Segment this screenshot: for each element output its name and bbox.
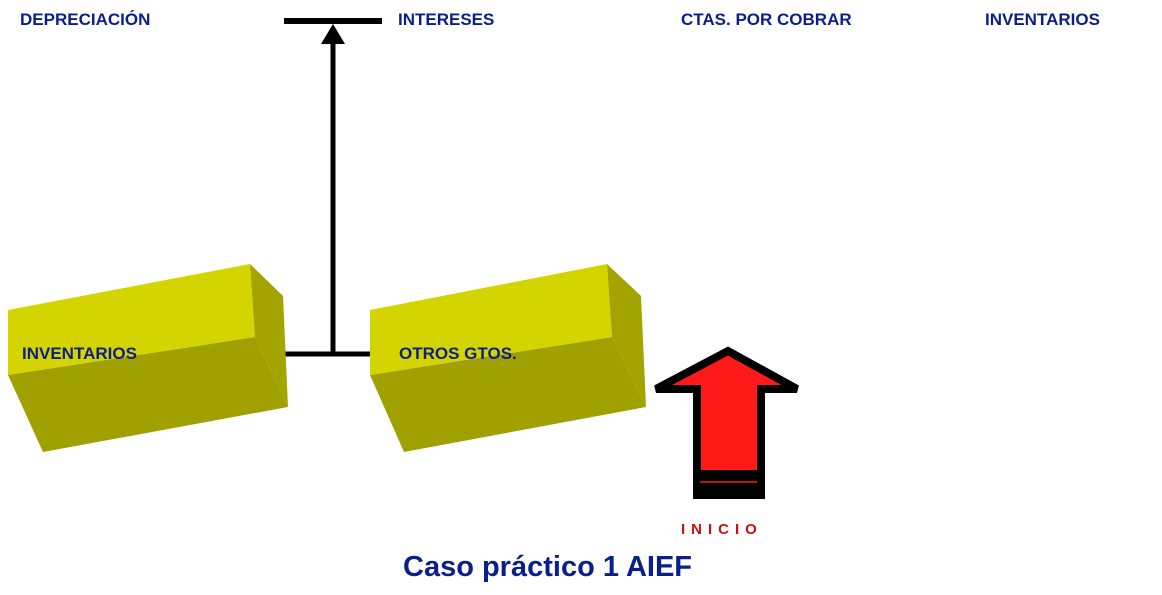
box-label-inventarios: INVENTARIOS: [22, 344, 137, 363]
label-intereses: INTERESES: [398, 10, 495, 29]
box-otros-gtos-bottom: [370, 337, 646, 452]
box-inventarios-front: [8, 264, 255, 375]
box-otros-gtos-side: [607, 264, 646, 407]
connector-arrowhead: [321, 24, 345, 44]
label-depreciacion: DEPRECIACIÓN: [20, 10, 151, 29]
start-arrow-shape: [654, 346, 799, 499]
box-otros-gtos: [370, 264, 646, 452]
label-ctas-por-cobrar: CTAS. POR COBRAR: [681, 10, 852, 29]
caption: Caso práctico 1 AIEF: [403, 551, 693, 583]
box-otros-gtos-front: [370, 264, 612, 375]
connector: [284, 18, 382, 357]
box-label-otros-gtos: OTROS GTOS.: [399, 344, 517, 363]
box-inventarios-side: [250, 264, 288, 407]
start-arrow-icon: [654, 346, 799, 499]
box-inventarios-bottom: [8, 337, 288, 452]
label-inventarios-top: INVENTARIOS: [985, 10, 1100, 29]
start-label: INICIO: [681, 521, 763, 538]
box-inventarios: [8, 264, 288, 452]
